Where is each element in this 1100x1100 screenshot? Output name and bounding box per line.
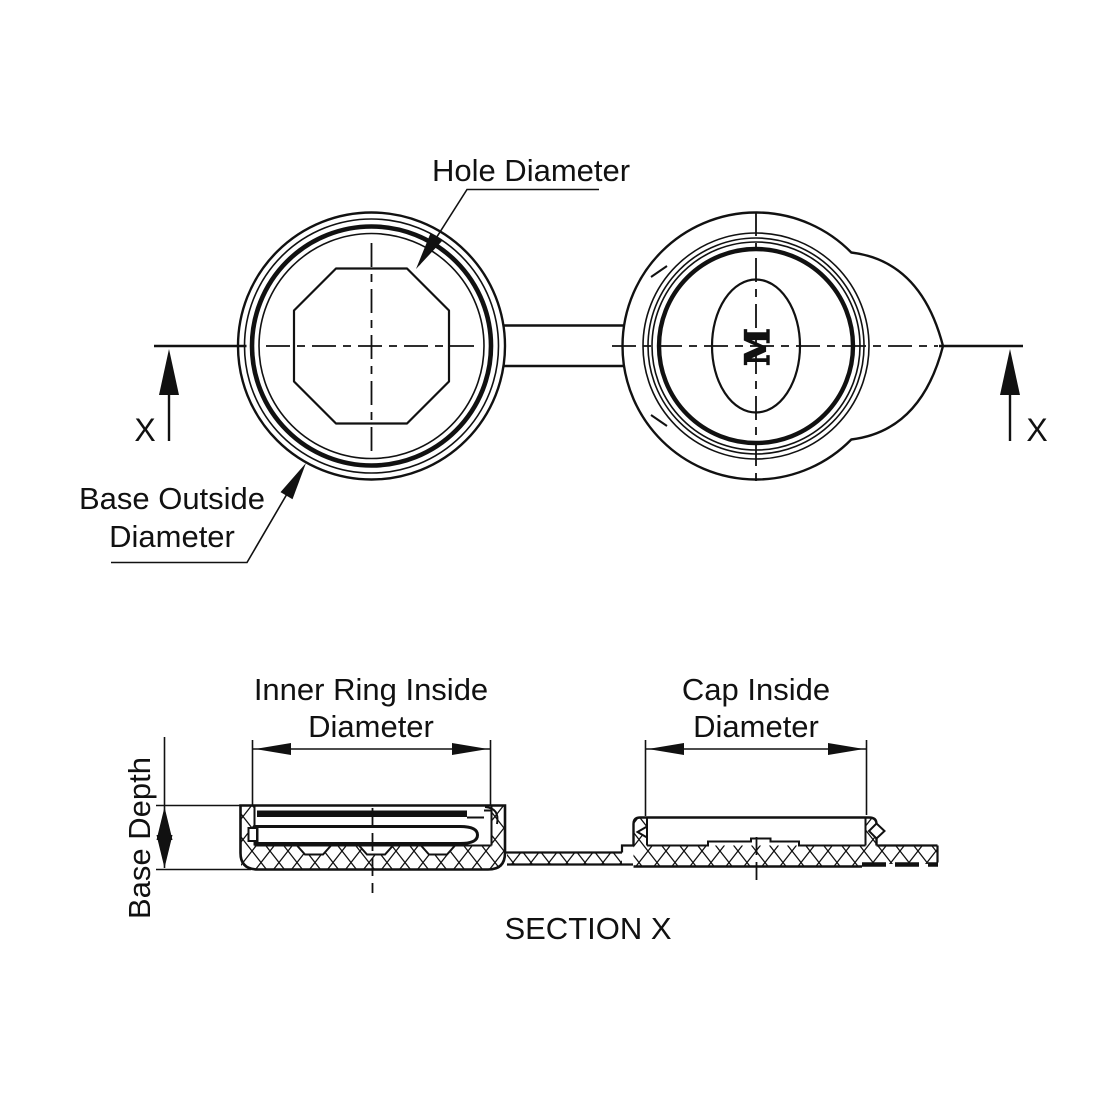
cap-inside-dim-arrowhead-right [828, 743, 864, 755]
cap-bottom-hatch [647, 845, 866, 867]
strap-section [505, 851, 633, 866]
section-arrowhead-right [1000, 349, 1020, 395]
hole-diameter-callout: Hole Diameter [416, 153, 630, 269]
dim-inner-ring-inside-diameter: Inner Ring Inside Diameter [251, 672, 492, 806]
hole-diameter-label: Hole Diameter [432, 153, 630, 188]
base-outside-leader [111, 469, 302, 564]
base-section [239, 804, 507, 893]
base-floor-notch-3 [418, 844, 458, 856]
base-outside-label-line1: Base Outside [79, 481, 265, 516]
link-strap-top-view [504, 324, 625, 368]
cap-tab-hatch [876, 846, 938, 864]
cap-left-foot [620, 844, 634, 853]
dim-cap-inside-diameter: Cap Inside Diameter [644, 672, 868, 816]
section-arrowhead-left [159, 349, 179, 395]
hole-diameter-leader-arrowhead [416, 233, 443, 269]
section-marker-left-label: X [134, 412, 155, 448]
cap-ring-notch-lower [650, 414, 668, 427]
base-lip-arc [484, 806, 499, 825]
cap-teardrop-outline [621, 211, 945, 481]
section-title: SECTION X [504, 911, 671, 946]
cap-wall-hatch-right [865, 818, 877, 865]
top-view: M X X Hole Diameter Base Outside Diamete… [79, 153, 1048, 564]
inner-ring-label-line2: Diameter [308, 709, 434, 744]
hole-octagon [292, 267, 451, 425]
cap-section [620, 816, 939, 884]
cap-wall-catch-diamond [867, 822, 886, 840]
cap-ring-notch-upper [650, 265, 668, 278]
base-depth-arrowhead-up [156, 807, 173, 840]
base-depth-arrowhead-down [156, 835, 173, 868]
inner-ring-label-line1: Inner Ring Inside [254, 672, 488, 707]
section-cut-marker-right: X [939, 344, 1048, 448]
base-inner-ring-circle [258, 232, 485, 460]
inner-ring-flange-section [257, 810, 467, 817]
base-section-outline [239, 804, 507, 871]
base-depth-label: Base Depth [122, 757, 157, 919]
cap-inside-dim-arrowhead-left [648, 743, 684, 755]
cap-floor-line [647, 837, 866, 847]
section-marker-right-label: X [1026, 412, 1047, 448]
section-view: Inner Ring Inside Diameter Cap Inside Di… [122, 672, 939, 946]
cap-inside-label-line2: Diameter [693, 709, 819, 744]
base-wall-hatch-right [491, 806, 505, 868]
cap-inside-label-line1: Cap Inside [682, 672, 830, 707]
base-top-view [236, 211, 507, 481]
cap-section-outline [632, 816, 878, 846]
inner-ring-dim-arrowhead-left [255, 743, 291, 755]
inner-ring-bar-end-notch [247, 827, 258, 842]
inner-ring-dim-arrowhead-right [452, 743, 488, 755]
cap-wall-notch-left [635, 824, 648, 840]
base-outside-diameter-callout: Base Outside Diameter [79, 463, 306, 564]
base-outside-leader-arrowhead [280, 463, 306, 500]
section-cut-marker-left: X [134, 344, 247, 448]
base-floor-notch-2 [356, 844, 396, 856]
base-bold-ring [249, 224, 494, 468]
base-outside-label-line2: Diameter [109, 519, 235, 554]
strap-hatch [507, 853, 622, 864]
cap-top-view [612, 211, 945, 481]
cap-wall-hatch-left [633, 818, 647, 866]
base-floor-notch-1 [294, 844, 334, 856]
cap-logo-text: M [738, 328, 778, 366]
dim-base-depth: Base Depth [122, 737, 251, 919]
inner-ring-bar-section [255, 825, 480, 845]
